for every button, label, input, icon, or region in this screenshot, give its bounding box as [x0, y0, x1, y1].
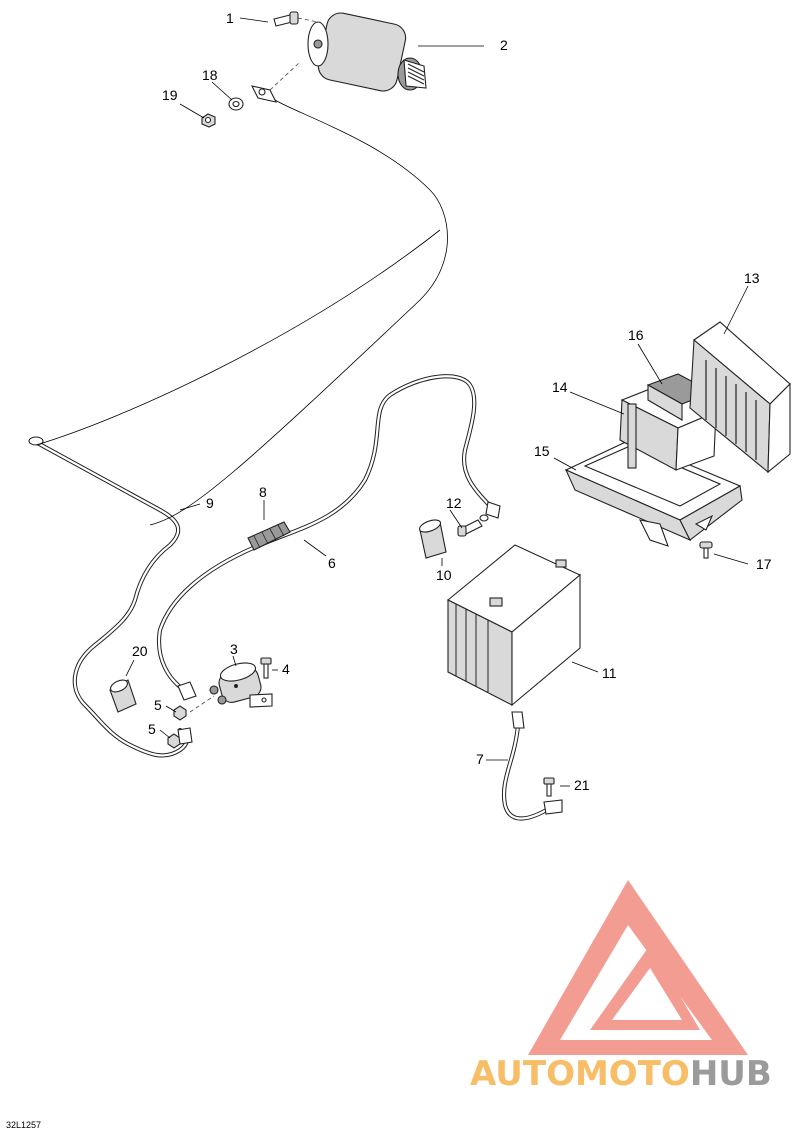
- boot-20: [109, 679, 137, 713]
- callout-5-upper: 5: [154, 697, 162, 713]
- boot-10: [418, 519, 447, 559]
- cable-7: [501, 711, 563, 821]
- callout-8: 8: [259, 484, 267, 500]
- washer-18: [228, 97, 244, 111]
- sleeve-8: [247, 521, 291, 551]
- starter-motor: [269, 12, 427, 92]
- bolt-1: [273, 11, 319, 27]
- box-cover-13: [689, 321, 791, 474]
- callout-2: 2: [500, 37, 508, 53]
- callout-12: 12: [446, 495, 462, 511]
- callout-6: 6: [328, 555, 336, 571]
- callout-11: 11: [602, 665, 617, 681]
- nut-5-lower: [167, 727, 193, 749]
- watermark-text-part2: HUB: [690, 1054, 772, 1094]
- callout-1: 1: [226, 10, 234, 26]
- callout-20: 20: [132, 643, 148, 659]
- callout-14: 14: [552, 379, 568, 395]
- callout-labels: 1 2 3 4 5 5 6 7 8 9 10 11 12 13 14 15 16…: [132, 10, 772, 793]
- battery-holder-14: [619, 384, 718, 471]
- battery-tray-15: [564, 439, 743, 547]
- callout-17: 17: [756, 556, 772, 572]
- watermark-text-part1: AUTOMOTO: [470, 1054, 690, 1094]
- callout-3: 3: [230, 641, 238, 657]
- callout-16: 16: [628, 327, 644, 343]
- callout-21: 21: [574, 777, 590, 793]
- cable-6: [156, 374, 501, 701]
- nut-5-upper: [173, 705, 187, 721]
- screw-17: [699, 541, 713, 559]
- callout-10: 10: [436, 567, 452, 583]
- bolt-4: [260, 657, 272, 679]
- leader-lines: [125, 17, 749, 787]
- battery-11: [446, 544, 582, 707]
- callout-5-lower: 5: [148, 721, 156, 737]
- cable-terminal-starter: [250, 85, 278, 103]
- watermark-logo: AUTOMOTOHUB: [470, 880, 772, 1094]
- callout-13: 13: [744, 270, 760, 286]
- solenoid-3: [189, 662, 273, 713]
- callout-18: 18: [202, 67, 218, 83]
- callout-15: 15: [534, 443, 550, 459]
- diagram-reference-code: 32L1257: [6, 1120, 42, 1130]
- nut-19: [201, 113, 216, 128]
- cable-9: [28, 99, 448, 758]
- callout-7: 7: [476, 751, 484, 767]
- callout-9: 9: [206, 495, 214, 511]
- bolt-21: [543, 777, 555, 797]
- bolt-12: [457, 514, 489, 537]
- callout-4: 4: [282, 661, 290, 677]
- watermark-text: AUTOMOTOHUB: [470, 1054, 772, 1094]
- callout-19: 19: [162, 87, 178, 103]
